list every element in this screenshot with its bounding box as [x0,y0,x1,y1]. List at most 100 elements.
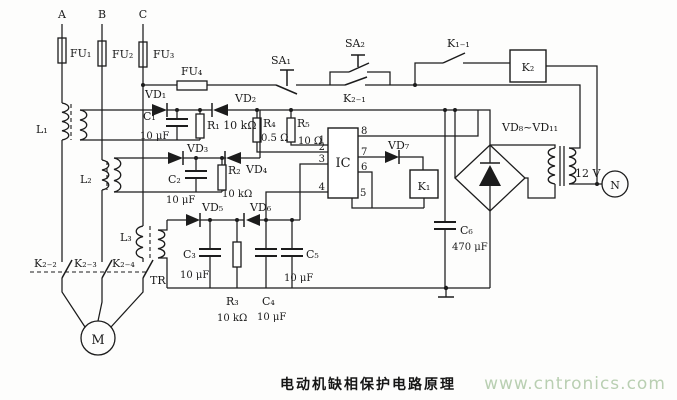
start-button-sa2 [348,54,370,73]
k2-1-label: K₂₋₁ [343,92,366,105]
tr-label: TR [150,274,166,287]
vd7-label: VD₇ [387,139,410,152]
vd4-label: VD₄ [245,163,268,176]
c1-label: C₁ [143,110,156,123]
r5-value: 10 Ω [298,136,322,147]
contact-k2-1 [344,76,368,86]
k1-coil-label: K₁ [418,180,431,193]
sa1-label: SA₁ [271,54,291,67]
r1-label: R₁ 10 kΩ [207,119,256,132]
fuse-fu4-label: FU₄ [181,65,203,78]
resistor-r2 [217,164,227,191]
diagram-caption: 电动机缺相保护电路原理 [280,376,456,393]
capacitor-c3 [199,248,221,257]
k2-coil-label: K₂ [522,61,535,74]
vd2-label: VD₂ [234,92,256,105]
k1-1-label: K₁₋₁ [447,37,470,50]
ic-pin-4: 4 [319,182,325,193]
vd5-label: VD₅ [201,201,223,214]
ic-label: IC [335,156,350,171]
capacitor-c2 [185,170,207,179]
c4-value: 10 μF [257,312,286,323]
motor-label: M [91,333,104,348]
vd3-label: VD₃ [186,142,208,155]
l3-label: L₃ [120,231,132,244]
fuse-fu2 [97,40,107,67]
ic-pin-2: 2 [319,142,325,153]
resistor-r5 [286,117,296,143]
circuit-wiring [61,24,602,328]
l1-label: L₁ [36,123,48,136]
c5-label: C₅ [306,248,319,261]
capacitor-c4 [255,248,277,257]
k2-3-label: K₂₋₃ [74,257,97,270]
motor-symbol [80,320,116,356]
current-transformer-l3-tr [135,225,166,260]
c3-value: 10 μF [180,270,209,281]
c2-value: 10 μF [166,195,195,206]
c5-value: 10 μF [284,273,313,284]
capacitor-c1 [166,118,188,127]
r4-label: R₄ [263,117,276,130]
contact-k2-4 [142,259,154,279]
k2-2-label: K₂₋₂ [34,257,57,270]
ic-chip [327,127,359,199]
contact-k2-2 [61,259,73,279]
diode-vd1 [152,103,168,117]
resistor-r3 [232,241,242,268]
c6-label: C₆ [460,224,473,237]
ic-pin-3: 3 [319,154,325,165]
resistor-r1 [195,113,205,139]
transformer-voltage-label: 12 V [575,167,601,180]
fuse-fu4 [176,80,208,91]
contact-k2-3 [101,259,113,279]
capacitor-c5 [281,248,303,257]
watermark: www.cntronics.com [484,374,666,394]
fuse-fu1 [57,37,67,64]
diode-vd6 [243,213,260,227]
r3-label: R₃ [226,295,239,308]
phase-a-label: A [57,8,67,21]
relay-coil-k2 [509,49,547,83]
phase-b-label: B [98,8,106,21]
junction-dots [141,83,599,291]
r5-label: R₅ [297,117,310,130]
ic-pin-5: 5 [360,188,366,199]
r2-value: 10 kΩ [222,189,252,200]
l2-label: L₂ [80,173,92,186]
ic-pin-6: 6 [361,162,367,173]
c3-label: C₃ [183,248,196,261]
fuse-fu3 [138,41,148,68]
resistor-r4 [252,117,262,143]
k2-4-label: K₂₋₄ [112,257,135,270]
stop-button-sa1 [275,69,298,95]
fuse-fu2-label: FU₂ [112,48,133,61]
diode-vd4 [224,151,241,165]
ic-pin-7: 7 [361,147,367,158]
c1-value: 10 μF [140,131,169,142]
current-transformer-l1 [61,102,88,141]
vd6-label: VD₆ [249,201,272,214]
r2-label: R₂ [228,164,241,177]
bridge-rectifier-vd8-vd11 [454,144,526,212]
c4-label: C₄ [262,295,275,308]
relay-coil-k1 [409,169,439,199]
contact-k1-1 [442,52,466,64]
diode-vd2 [211,103,228,117]
phase-c-label: C [139,8,147,21]
diode-vd5 [186,213,201,227]
power-transformer-12v [547,146,577,186]
diode-vd7 [385,150,400,164]
fuse-fu1-label: FU₁ [70,47,91,60]
diode-vd3 [168,151,184,165]
c2-label: C₂ [168,173,181,186]
r4-value: 0.5 Ω [261,133,288,144]
ic-pin-1: 1 [319,135,325,146]
c6-value: 470 μF [452,242,488,253]
current-transformer-l2 [101,157,122,193]
vd1-label: VD₁ [144,88,166,101]
neutral-label: N [610,179,620,192]
fuse-fu3-label: FU₃ [153,48,174,61]
